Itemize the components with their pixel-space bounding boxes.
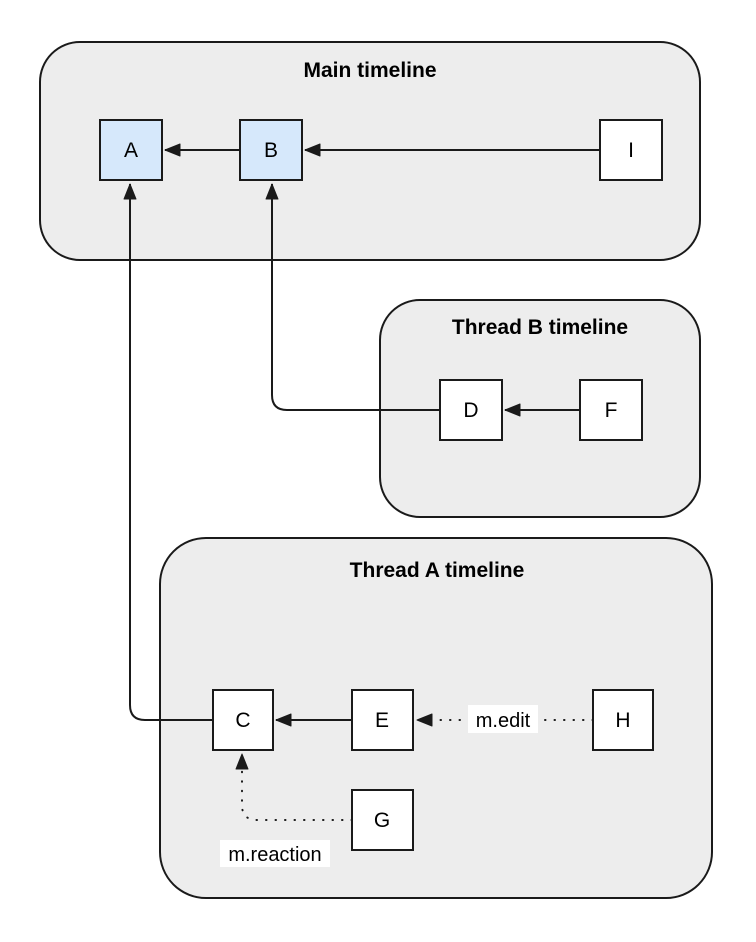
edge-label-bg-m-reaction [220,840,330,867]
edge-d-to-b [265,183,440,411]
edge-c-to-a [123,183,213,721]
node-a-box [99,119,163,181]
main-timeline-title: Main timeline [303,59,436,82]
node-e-label: E [375,709,389,732]
node-f-box [579,379,643,441]
node-h-box [592,689,654,751]
node-c: C [212,689,274,751]
node-h-label: H [615,709,630,732]
node-f: F [579,379,643,441]
node-a-label: A [124,139,138,162]
node-c-box [212,689,274,751]
thread-a-timeline-title: Thread A timeline [350,559,525,582]
container-thread-b-timeline [379,299,701,518]
node-e: E [351,689,414,751]
node-d-label: D [463,399,478,422]
node-b-box [239,119,303,181]
node-d: D [439,379,503,441]
node-g-label: G [374,809,390,832]
edge-g-to-c-dotted [235,753,353,821]
thread-b-timeline-title: Thread B timeline [452,316,628,339]
node-b-label: B [264,139,278,162]
edge-label-bg-m-edit [468,705,538,733]
edge-label-m-reaction: m.reaction [228,844,321,866]
node-b: B [239,119,303,181]
node-i-label: I [628,139,634,162]
node-e-box [351,689,414,751]
edge-label-m-edit: m.edit [476,710,531,732]
node-i-box [599,119,663,181]
container-thread-a-timeline [159,537,713,899]
node-h: H [592,689,654,751]
node-g: G [351,789,414,851]
node-a: A [99,119,163,181]
node-g-box [351,789,414,851]
node-d-box [439,379,503,441]
node-i: I [599,119,663,181]
node-c-label: C [235,709,250,732]
node-f-label: F [605,399,618,422]
